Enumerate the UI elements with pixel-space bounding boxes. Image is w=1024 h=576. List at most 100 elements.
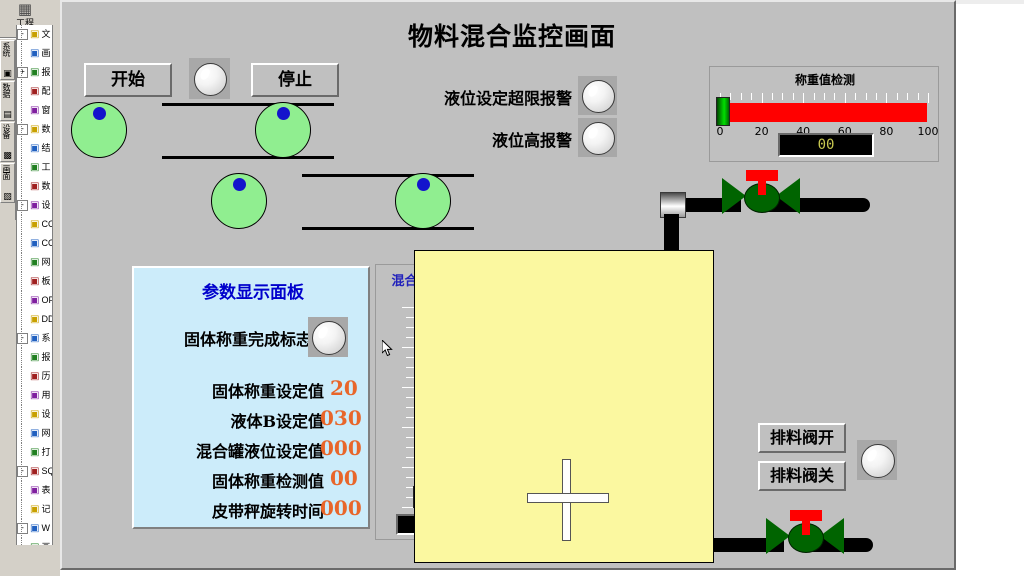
tree-item[interactable]: -▣系 [17, 329, 60, 348]
tree-guide-line [21, 177, 22, 196]
tree-collapse-icon[interactable]: - [17, 29, 28, 41]
alarm-icon: ▣ [30, 352, 40, 364]
tank-level-tick [406, 447, 414, 448]
tree-collapse-icon[interactable]: - [17, 124, 28, 136]
discharge-valve[interactable] [766, 510, 844, 562]
inlet-elbow [660, 192, 686, 218]
level-high-lamp[interactable] [582, 122, 615, 155]
screen-icon: ▧ [3, 191, 12, 201]
screen-icon: ▣ [30, 48, 40, 60]
tree-guide-line [21, 158, 22, 177]
ide-vertical-tab-1-label: 数据 [2, 83, 11, 97]
tree-item[interactable]: ▣报 [17, 348, 60, 367]
tree-item-label: 系 [41, 333, 51, 344]
tree-item[interactable]: -▣设 [17, 196, 60, 215]
tree-item[interactable]: ▣表 [17, 481, 60, 500]
start-button[interactable]: 开始 [84, 63, 172, 97]
tree-item[interactable]: ▣数 [17, 177, 60, 196]
tree-item[interactable]: -▣W [17, 519, 60, 538]
param-value-1: 030 [320, 406, 362, 430]
inlet-pipe-endcap [852, 198, 870, 212]
dde-icon: ▣ [30, 314, 40, 326]
weight-bar-tick [834, 93, 836, 100]
tree-collapse-icon[interactable]: - [17, 333, 28, 345]
project-tree-scrollbar[interactable] [52, 25, 60, 545]
ide-vertical-tab-2[interactable]: 设备 ▩ [0, 122, 15, 162]
weight-bar-thumb[interactable] [716, 97, 730, 126]
tree-item[interactable]: ▣历 [17, 367, 60, 386]
tree-item-label: 设 [41, 409, 51, 420]
tree-item-label: W [41, 523, 50, 534]
inlet-valve[interactable] [722, 170, 800, 222]
tree-expand-icon[interactable]: + [17, 67, 28, 79]
right-gutter [956, 0, 1024, 576]
tree-item[interactable]: ▣COM [17, 234, 60, 253]
tree-item[interactable]: ▣结 [17, 139, 60, 158]
tree-item[interactable]: ▣设 [17, 405, 60, 424]
tree-collapse-icon[interactable]: - [17, 466, 28, 478]
tank-level-tick [406, 477, 414, 478]
tree-item[interactable]: ▣窗 [17, 101, 60, 120]
tree-item-label: 历 [41, 371, 51, 382]
tree-collapse-icon[interactable]: - [17, 523, 28, 535]
ide-vertical-tab-1[interactable]: 数据 ▤ [0, 81, 15, 121]
tank-level-tick [406, 497, 414, 498]
setup-icon: ▣ [30, 409, 40, 421]
run-status-lamp[interactable] [194, 63, 227, 96]
tree-guide-line [21, 386, 22, 405]
folder-icon: ▣ [30, 523, 40, 535]
tree-item-label: 数 [41, 124, 51, 135]
tank-level-tick [406, 357, 414, 358]
tree-item[interactable]: ▣工 [17, 158, 60, 177]
tree-item-label: 表 [41, 485, 51, 496]
tree-guide-line [21, 481, 22, 500]
tree-item[interactable]: ▣DDE [17, 310, 60, 329]
solid-weigh-complete-lamp[interactable] [312, 321, 346, 355]
tree-item[interactable]: ▣画 [17, 44, 60, 63]
tree-item[interactable]: ▣用 [17, 386, 60, 405]
tree-item-label: COM [41, 219, 60, 230]
param-label-4: 皮带秤旋转时间 [211, 502, 324, 521]
tree-item[interactable]: -▣数 [17, 120, 60, 139]
net-icon: ▣ [30, 257, 40, 269]
weight-bar-tick [792, 93, 794, 100]
tree-item[interactable]: ▣画 [17, 538, 60, 545]
tree-item-label: 报 [41, 67, 51, 78]
discharge-close-button[interactable]: 排料阀关 [758, 461, 846, 491]
weight-bar-tick [865, 93, 867, 100]
tree-item[interactable]: ▣网 [17, 253, 60, 272]
alarm-label-level-setpoint: 液位设定超限报警 [443, 89, 572, 108]
report-icon: ▣ [30, 67, 40, 79]
tree-item[interactable]: ▣记 [17, 500, 60, 519]
tank-level-tick [402, 507, 414, 508]
com-icon: ▣ [30, 238, 40, 250]
ide-vertical-tab-0[interactable]: 系统 ▣ [0, 40, 15, 80]
discharge-valve-stem [802, 513, 810, 535]
weight-bar-tick [886, 93, 888, 103]
tree-item[interactable]: ▣COM [17, 215, 60, 234]
tree-item[interactable]: -▣文 [17, 25, 60, 44]
tree-item-label: 结 [41, 143, 51, 154]
right-gutter-top-strip [956, 0, 1024, 4]
tree-item[interactable]: ▣OPC [17, 291, 60, 310]
table-icon: ▣ [30, 485, 40, 497]
tree-item[interactable]: -▣SQ [17, 462, 60, 481]
ide-vertical-tab-3[interactable]: 画面 ▧ [0, 163, 15, 203]
tree-item[interactable]: ▣打 [17, 443, 60, 462]
tree-item[interactable]: ▣网 [17, 424, 60, 443]
tank-level-tick [402, 467, 414, 468]
tree-item[interactable]: ▣板 [17, 272, 60, 291]
tree-collapse-icon[interactable]: - [17, 200, 28, 212]
discharge-open-button[interactable]: 排料阀开 [758, 423, 846, 453]
weight-bar-tick [803, 93, 805, 103]
level-setpoint-over-limit-lamp[interactable] [582, 80, 615, 113]
tree-item[interactable]: ▣配 [17, 82, 60, 101]
tree-item[interactable]: +▣报 [17, 63, 60, 82]
weight-bar-tick [772, 93, 773, 100]
discharge-status-lamp[interactable] [861, 444, 895, 478]
database-icon: ▤ [3, 109, 12, 119]
stop-button[interactable]: 停止 [251, 63, 339, 97]
weight-bar-tick [751, 93, 753, 100]
tree-guide-line [21, 253, 22, 272]
